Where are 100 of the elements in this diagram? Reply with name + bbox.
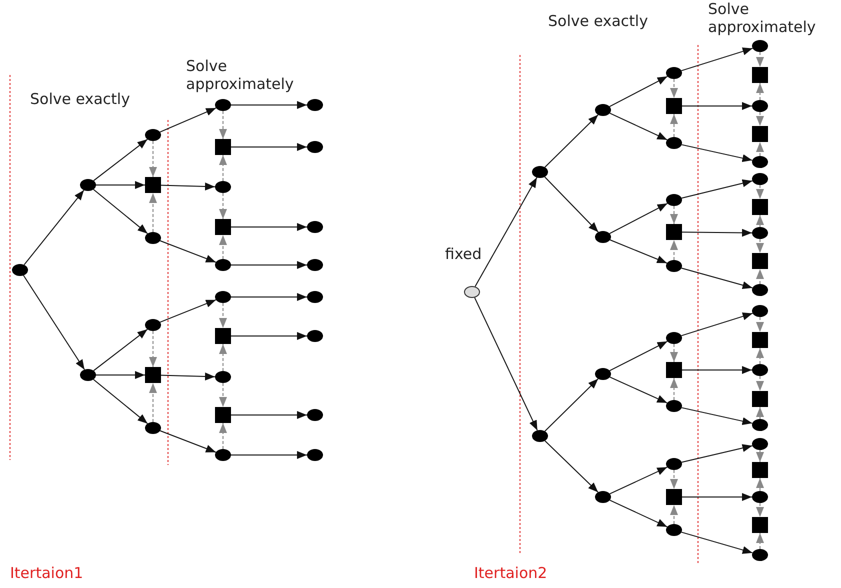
- dashed-arrow: [149, 330, 157, 368]
- dashed-arrow: [219, 154, 227, 182]
- arrow: [609, 340, 668, 372]
- arrow: [24, 190, 84, 266]
- circle-node: [307, 99, 323, 111]
- dashed-arrow: [756, 238, 764, 254]
- arrow: [609, 376, 668, 404]
- circle-node: [666, 260, 682, 272]
- arrow: [93, 138, 148, 182]
- arrow: [230, 411, 308, 419]
- arrow: [681, 444, 753, 463]
- dashed-arrow: [756, 450, 764, 462]
- circle-node: [666, 400, 682, 412]
- arrow: [680, 312, 754, 336]
- circle-node: [145, 319, 161, 331]
- circle-node: [752, 284, 768, 296]
- dashed-arrow: [756, 214, 764, 228]
- arrow: [230, 451, 308, 459]
- dashed-arrow: [670, 470, 678, 490]
- arrow: [230, 293, 308, 301]
- dashed-arrow: [219, 192, 227, 220]
- dashed-arrow: [219, 302, 227, 328]
- square-node: [752, 517, 768, 533]
- arrow: [544, 114, 599, 168]
- circle-node: [666, 458, 682, 470]
- square-node: [666, 98, 682, 114]
- arrow: [544, 440, 599, 493]
- arrow: [609, 500, 668, 528]
- circle-node: [666, 524, 682, 536]
- dashed-arrow: [670, 78, 678, 98]
- stage-label: Solve approximately: [186, 57, 295, 93]
- square-node: [666, 489, 682, 505]
- circle-node: [666, 194, 682, 206]
- square-node: [752, 462, 768, 478]
- circle-node: [752, 438, 768, 450]
- arrow: [160, 182, 216, 190]
- square-node: [752, 332, 768, 348]
- arrow: [681, 268, 753, 290]
- arrow: [160, 299, 216, 323]
- circle-node: [145, 232, 161, 244]
- circle-node: [215, 99, 231, 111]
- dashed-arrow: [219, 382, 227, 408]
- arrow: [681, 144, 753, 162]
- dashed-arrow: [756, 316, 764, 332]
- circle-node: [595, 231, 611, 243]
- dashed-arrow: [756, 376, 764, 392]
- circle-node: [752, 491, 768, 503]
- start-node: [464, 286, 480, 298]
- circle-node: [307, 449, 323, 461]
- circle-node: [215, 259, 231, 271]
- arrow: [93, 328, 148, 372]
- square-node: [215, 407, 231, 423]
- stage-label: Solve exactly: [548, 12, 648, 30]
- circle-node: [215, 371, 231, 383]
- square-node: [752, 391, 768, 407]
- arrow: [230, 261, 308, 269]
- circle-node: [666, 137, 682, 149]
- arrow: [160, 430, 216, 453]
- arrow: [96, 371, 146, 379]
- circle-node: [307, 291, 323, 303]
- dashed-arrow: [670, 344, 678, 362]
- circle-node: [752, 100, 768, 112]
- arrow: [96, 181, 146, 189]
- square-node: [215, 219, 231, 235]
- arrow: [681, 179, 753, 199]
- arrow: [682, 228, 752, 237]
- square-node: [215, 139, 231, 155]
- circle-node: [595, 104, 611, 116]
- dashed-arrow: [219, 422, 227, 450]
- circle-node: [666, 332, 682, 344]
- circle-node: [752, 227, 768, 239]
- dashed-arrow: [670, 240, 678, 260]
- arrow: [160, 240, 216, 263]
- circle-node: [752, 173, 768, 185]
- arrow: [610, 239, 668, 264]
- circle-node: [80, 369, 96, 381]
- dashed-arrow: [756, 142, 764, 156]
- circle-node: [666, 67, 682, 79]
- square-node: [666, 362, 682, 378]
- node-caption: fixed: [445, 245, 482, 263]
- arrow: [682, 102, 752, 110]
- square-node: [752, 199, 768, 215]
- arrow: [474, 297, 538, 431]
- circle-node: [215, 291, 231, 303]
- circle-node: [307, 259, 323, 271]
- stage-label: Solve exactly: [30, 90, 130, 108]
- circle-node: [532, 166, 548, 178]
- arrow: [230, 223, 308, 231]
- dashed-arrow: [149, 382, 157, 422]
- arrow: [544, 378, 599, 432]
- square-node: [666, 224, 682, 240]
- arrow: [92, 188, 148, 234]
- circle-node: [145, 129, 161, 141]
- square-node: [752, 253, 768, 269]
- circle-node: [752, 305, 768, 317]
- arrow: [230, 332, 308, 340]
- arrow: [230, 101, 308, 109]
- circle-node: [752, 40, 768, 52]
- dashed-arrow: [756, 532, 764, 550]
- arrow: [681, 407, 753, 426]
